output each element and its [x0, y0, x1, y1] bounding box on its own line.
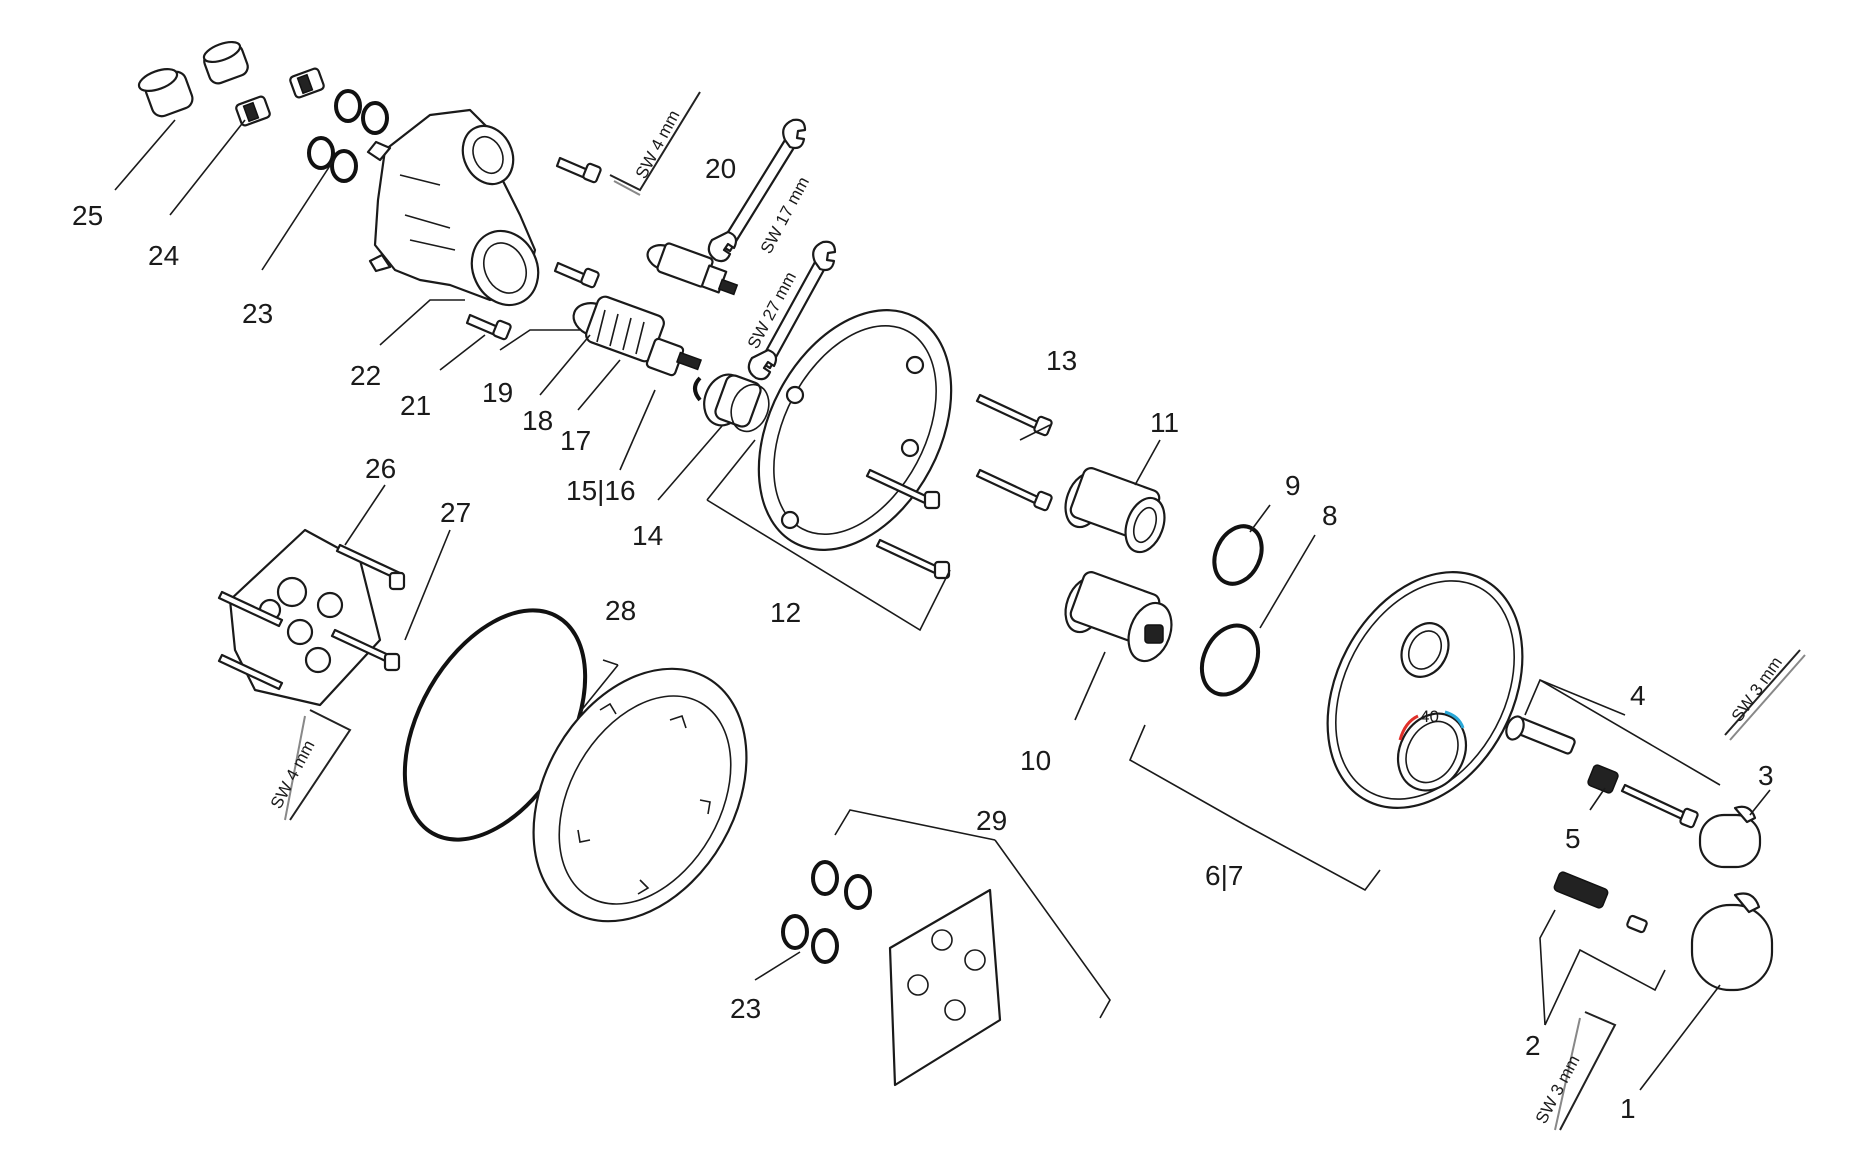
- callout-9: 9: [1285, 470, 1301, 501]
- callout-13: 13: [1046, 345, 1077, 376]
- part-12-plaster-guard: [757, 309, 953, 580]
- callout-2: 2: [1525, 1030, 1541, 1061]
- part-13-screws: [975, 393, 1053, 512]
- part-28-sleeve: [532, 667, 748, 923]
- part-8-ring: [1199, 623, 1261, 697]
- part-23-orings-top: [307, 89, 389, 183]
- part-22-valve-body: [366, 108, 540, 307]
- part-15-clip: [693, 376, 702, 402]
- callout-14: 14: [632, 520, 663, 551]
- part-23-orings-bottom: [781, 860, 872, 964]
- part-18-cartridge: [572, 295, 703, 377]
- part-1-handle: [1690, 892, 1774, 992]
- part-10-extension-spline: [1064, 571, 1173, 663]
- part-29-plate: [888, 888, 1002, 1087]
- callout-4: 4: [1630, 680, 1646, 711]
- hot-mark: [1398, 714, 1419, 741]
- callout-18: 18: [522, 405, 553, 436]
- callout-24: 24: [148, 240, 179, 271]
- part-26-mounting-bracket: [217, 528, 402, 707]
- part-2-extension: [1553, 871, 1648, 934]
- allen-key-sw4-left: SW 4 mm: [267, 709, 352, 821]
- part-9-ring: [1212, 524, 1264, 586]
- callout-6-7: 6|7: [1205, 860, 1243, 891]
- allen-key-sw4-top: SW 4 mm: [609, 91, 701, 196]
- part-14-nut: [703, 373, 770, 433]
- part-4-spindle: [1505, 715, 1699, 829]
- callout-22: 22: [350, 360, 381, 391]
- callout-5: 5: [1565, 823, 1581, 854]
- part-3-handle: [1698, 805, 1762, 869]
- cold-mark: [1444, 710, 1465, 729]
- callout-17: 17: [560, 425, 591, 456]
- callout-3: 3: [1758, 760, 1774, 791]
- leader-lines: [114, 119, 1771, 1091]
- part-27-screws: [383, 571, 406, 672]
- callout-15-16: 15|16: [566, 475, 636, 506]
- part-21-screws-body: [465, 156, 602, 341]
- tool-label-sw4-left: SW 4 mm: [267, 737, 319, 812]
- tool-label-sw3-right: SW 3 mm: [1728, 653, 1786, 725]
- callout-8: 8: [1322, 500, 1338, 531]
- tool-label-sw4-top: SW 4 mm: [632, 107, 684, 182]
- allen-key-sw3-bottom: SW 3 mm: [1532, 1011, 1617, 1131]
- wrench-sw17: SW 17 mm: [707, 118, 813, 263]
- callout-23-top: 23: [242, 298, 273, 329]
- allen-key-sw3-right: SW 3 mm: [1724, 649, 1806, 741]
- callout-28: 28: [605, 595, 636, 626]
- part-25-cap-2: [202, 40, 249, 85]
- part-6-7-trim-plate: 40: [1326, 571, 1524, 809]
- callout-11: 11: [1150, 407, 1179, 438]
- part-5-adapter: [1587, 764, 1619, 794]
- callout-numbers: 25 24 23 22 21 19 18 17 15|16 14 20 13 1…: [72, 153, 1774, 1124]
- part-20-stopcock: [646, 242, 739, 296]
- callout-1: 1: [1620, 1093, 1636, 1124]
- part-24-check-valve-2: [289, 67, 325, 99]
- part-25-cap: [137, 68, 194, 118]
- callout-26: 26: [365, 453, 396, 484]
- callout-20: 20: [705, 153, 736, 184]
- callout-10: 10: [1020, 745, 1051, 776]
- callout-25: 25: [72, 200, 103, 231]
- part-24-check-valve: [235, 95, 271, 127]
- callout-21: 21: [400, 390, 431, 421]
- temp-mark: 40: [1420, 707, 1439, 726]
- callout-12: 12: [770, 597, 801, 628]
- callout-19: 19: [482, 377, 513, 408]
- callout-29: 29: [976, 805, 1007, 836]
- callout-23-bottom: 23: [730, 993, 761, 1024]
- part-11-extension: [1064, 467, 1166, 554]
- callout-27: 27: [440, 497, 471, 528]
